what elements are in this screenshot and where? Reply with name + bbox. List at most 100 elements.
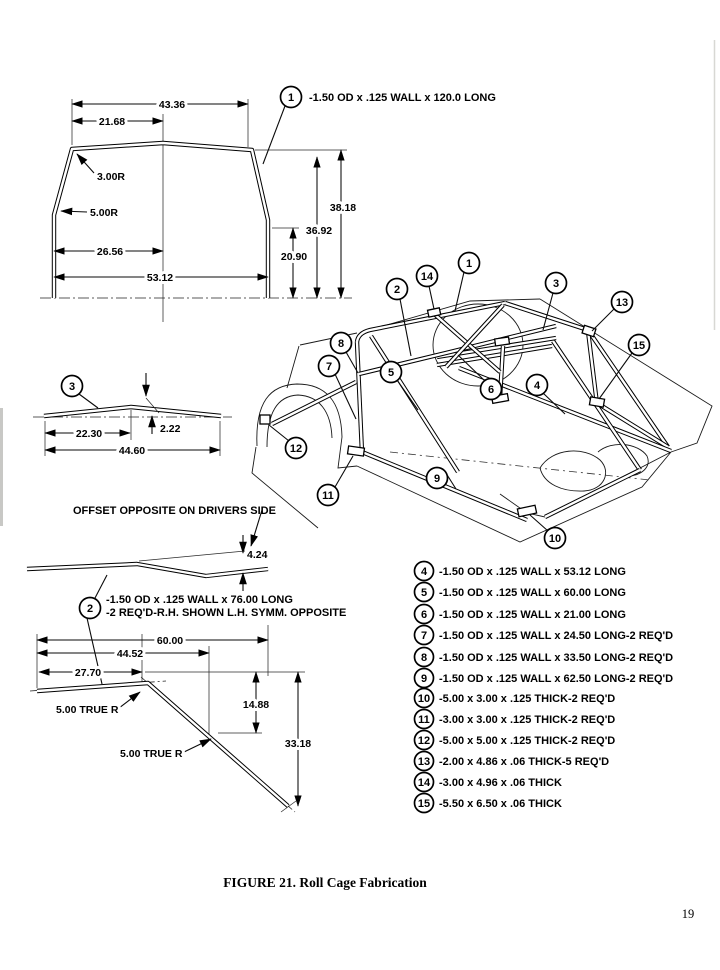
iso-callout-12: 12 bbox=[290, 443, 302, 455]
part-7-number: 7 bbox=[421, 630, 427, 642]
dim-top-width: 43.36 bbox=[159, 99, 185, 111]
callout-2: 2 -1.50 OD x .125 WALL x 76.00 LONG -2 R… bbox=[78, 574, 346, 685]
iso-callout-2-balloon bbox=[385, 277, 409, 301]
hoop-tube bbox=[51, 140, 271, 298]
bent-tube-view: 2.22 22.30 44.60 3 bbox=[33, 373, 232, 460]
parts-list-row: 15 -5.50 x 6.50 x .06 THICK bbox=[413, 792, 562, 814]
iso-callout-13-balloon bbox=[610, 290, 634, 314]
clamp-plate bbox=[493, 336, 511, 347]
part-15-number: 15 bbox=[418, 798, 430, 810]
hoop-dimensions: 43.36 21.68 3.00R 5.00R 26.56 53.12 20.9… bbox=[53, 96, 359, 299]
part-14-number: 14 bbox=[418, 777, 431, 789]
wheel-arch-outer bbox=[256, 383, 343, 447]
page-number: 19 bbox=[682, 907, 695, 921]
iso-callouts: 1 14 2 3 13 15 8 7 5 bbox=[268, 251, 651, 550]
iso-callout-15: 15 bbox=[633, 340, 645, 352]
plate-13 bbox=[581, 324, 597, 338]
seat-pan-right bbox=[597, 444, 649, 477]
iso-callout-6: 6 bbox=[488, 384, 494, 396]
callout-1-label: -1.50 OD x .125 WALL x 120.0 LONG bbox=[309, 92, 496, 104]
callout-2-line1: -1.50 OD x .125 WALL x 76.00 LONG bbox=[106, 594, 293, 606]
parts-list: 4 -1.50 OD x .125 WALL x 53.12 LONG 5 -1… bbox=[413, 560, 673, 814]
callout-1: 1 -1.50 OD x .125 WALL x 120.0 LONG bbox=[262, 85, 496, 165]
dim-base-width: 53.12 bbox=[147, 272, 173, 284]
part-15-label: -5.50 x 6.50 x .06 THICK bbox=[439, 798, 562, 810]
part-10-number: 10 bbox=[418, 693, 430, 705]
dim-span: 44.60 bbox=[119, 445, 145, 457]
vehicle-tub bbox=[251, 298, 713, 543]
parts-list-row: 11 -3.00 x 3.00 x .125 THICK-2 REQ'D bbox=[413, 708, 615, 730]
iso-callout-8: 8 bbox=[338, 338, 344, 350]
true-radius-labels: 5.00 TRUE R 5.00 TRUE R bbox=[53, 691, 212, 763]
iso-callout-3: 3 bbox=[553, 278, 559, 290]
iso-callout-1: 1 bbox=[466, 258, 472, 270]
iso-callout-11: 11 bbox=[322, 490, 334, 502]
part-10-label: -5.00 x 3.00 x .125 THICK-2 REQ'D bbox=[439, 693, 615, 705]
parts-list-row: 8 -1.50 OD x .125 WALL x 33.50 LONG-2 RE… bbox=[413, 646, 673, 668]
part-13-label: -2.00 x 4.86 x .06 THICK-5 REQ'D bbox=[439, 756, 609, 768]
part-14-label: -3.00 x 4.96 x .06 THICK bbox=[439, 777, 562, 789]
hoop-reference-lines bbox=[40, 99, 352, 322]
dim-bend-offset: 2.22 bbox=[160, 423, 181, 435]
side-tube-view: 60.00 44.52 27.70 14.88 33.18 5.00 TRUE … bbox=[29, 625, 314, 813]
parts-list-row: 10 -5.00 x 3.00 x .125 THICK-2 REQ'D bbox=[413, 687, 615, 709]
part-4-number: 4 bbox=[421, 566, 428, 578]
parts-list-row: 6 -1.50 OD x .125 WALL x 21.00 LONG bbox=[413, 603, 626, 625]
dim-corner-radius: 3.00R bbox=[97, 171, 125, 183]
dim-offset: 4.24 bbox=[247, 549, 268, 561]
part-13-number: 13 bbox=[418, 756, 430, 768]
iso-callout-8-balloon bbox=[329, 331, 353, 355]
parts-list-row: 13 -2.00 x 4.86 x .06 THICK-5 REQ'D bbox=[413, 750, 609, 772]
side-tube bbox=[36, 680, 290, 808]
dim-overall: 60.00 bbox=[157, 635, 183, 647]
part-8-number: 8 bbox=[421, 652, 427, 664]
iso-callout-5-balloon bbox=[379, 360, 403, 384]
mounting-plates bbox=[259, 307, 606, 518]
parts-list-row: 12 -5.00 x 5.00 x .125 THICK-2 REQ'D bbox=[413, 729, 615, 751]
seat-pan-left bbox=[539, 450, 606, 492]
part-5-number: 5 bbox=[421, 587, 427, 599]
callout-2-number: 2 bbox=[87, 603, 93, 615]
radius1-label: 5.00 TRUE R bbox=[56, 704, 119, 716]
offset-tube bbox=[26, 561, 269, 579]
figure-caption: FIGURE 21. Roll Cage Fabrication bbox=[223, 875, 427, 890]
iso-callout-15-balloon bbox=[627, 333, 651, 357]
plate-15 bbox=[588, 396, 606, 408]
main-hoop-view: 43.36 21.68 3.00R 5.00R 26.56 53.12 20.9… bbox=[40, 85, 496, 322]
plate-10 bbox=[516, 504, 538, 518]
callout-2-balloon bbox=[78, 596, 102, 620]
iso-callout-10: 10 bbox=[549, 533, 561, 545]
part-6-number: 6 bbox=[421, 609, 427, 621]
plate-11 bbox=[346, 445, 366, 457]
iso-callout-9: 9 bbox=[434, 473, 440, 485]
bent-tube bbox=[43, 404, 222, 419]
parts-list-row: 7 -1.50 OD x .125 WALL x 24.50 LONG-2 RE… bbox=[413, 624, 673, 646]
parts-list-row: 4 -1.50 OD x .125 WALL x 53.12 LONG bbox=[413, 560, 626, 582]
iso-callout-6-balloon bbox=[479, 377, 503, 401]
part-9-number: 9 bbox=[421, 673, 427, 685]
bent-tube-dimensions: 2.22 22.30 44.60 bbox=[44, 373, 221, 460]
plate-12 bbox=[259, 414, 271, 425]
iso-callout-10-balloon bbox=[543, 526, 567, 550]
iso-callout-4: 4 bbox=[534, 380, 541, 392]
dim-inner-height: 36.92 bbox=[306, 225, 332, 237]
callout-3: 3 bbox=[60, 374, 99, 409]
dim-half-base: 26.56 bbox=[97, 246, 123, 258]
plate-14 bbox=[426, 307, 442, 318]
offset-dimension: 4.24 bbox=[239, 535, 271, 591]
iso-callout-14-balloon bbox=[415, 264, 439, 288]
side-tube-dimensions: 60.00 44.52 27.70 14.88 33.18 bbox=[36, 632, 314, 807]
parts-list-row: 14 -3.00 x 4.96 x .06 THICK bbox=[413, 771, 562, 793]
iso-callout-13: 13 bbox=[616, 297, 628, 309]
part-8-label: -1.50 OD x .125 WALL x 33.50 LONG-2 REQ'… bbox=[439, 652, 673, 664]
callout-1-number: 1 bbox=[288, 92, 294, 104]
iso-callout-7: 7 bbox=[326, 361, 332, 373]
part-4-label: -1.50 OD x .125 WALL x 53.12 LONG bbox=[439, 566, 626, 578]
dim-first: 27.70 bbox=[75, 667, 101, 679]
iso-callout-4-balloon bbox=[525, 373, 549, 397]
iso-callout-9-balloon bbox=[425, 466, 449, 490]
dim-drop-mid: 14.88 bbox=[243, 699, 269, 711]
dim-mid: 44.52 bbox=[117, 648, 143, 660]
iso-callout-3-balloon bbox=[544, 271, 568, 295]
